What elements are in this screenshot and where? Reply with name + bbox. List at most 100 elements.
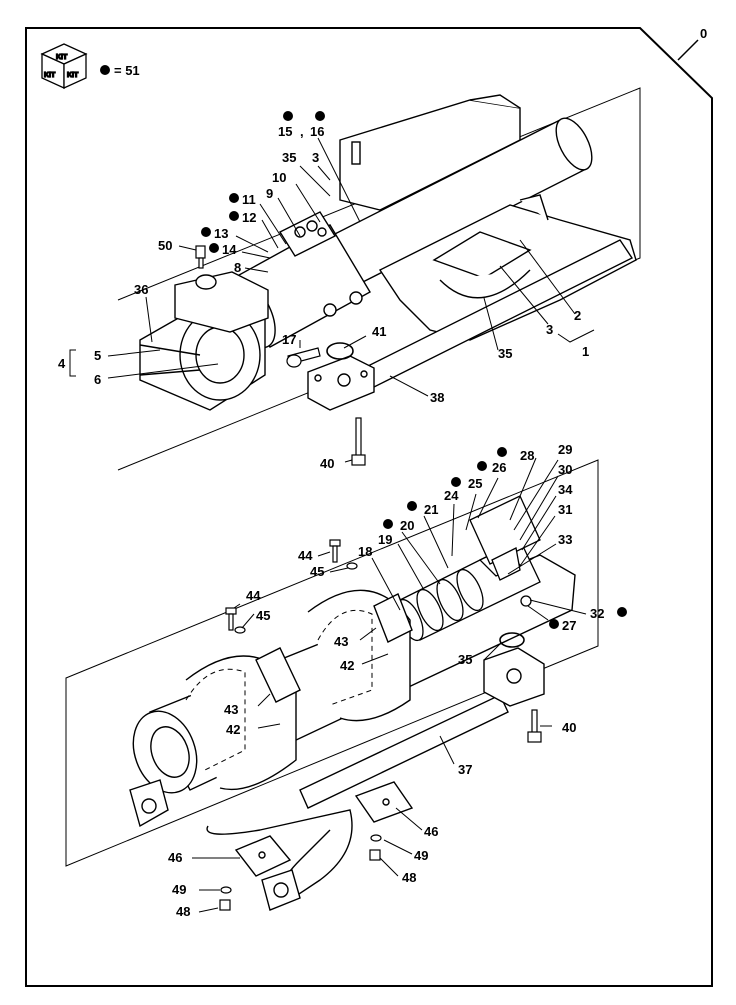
washer-45-left <box>234 626 246 634</box>
callout-28: 28 <box>520 448 534 463</box>
callout-2: 2 <box>574 308 581 323</box>
svg-text:KIT: KIT <box>56 54 68 61</box>
callout-35c: 35 <box>458 652 472 667</box>
callout-43a: 43 <box>334 634 348 649</box>
callout-20: 20 <box>400 518 414 533</box>
hydraulic-pipe-lower <box>206 694 509 901</box>
callout-30: 30 <box>558 462 572 477</box>
hidden-outline-right <box>317 609 373 706</box>
callout-8: 8 <box>234 260 241 275</box>
callout-17: 17 <box>282 332 296 347</box>
callout-21: 21 <box>424 502 438 517</box>
callout-33: 33 <box>558 532 572 547</box>
rod-head <box>339 94 521 211</box>
callout-9: 9 <box>266 186 273 201</box>
kit-bullet-c20 <box>383 519 393 529</box>
callout-50: 50 <box>158 238 172 253</box>
callout-35b: 35 <box>498 346 512 361</box>
clamp-band-left <box>185 647 301 791</box>
kit-bullet-c11 <box>229 193 239 203</box>
lower-boundary-outline <box>65 459 599 867</box>
kit-bullet-icon <box>100 65 110 75</box>
pipe-flange-lower <box>483 647 545 707</box>
callout-6: 6 <box>94 372 101 387</box>
callout-45a: 45 <box>310 564 324 579</box>
callout-43b: 43 <box>224 702 238 717</box>
callout-18: 18 <box>358 544 372 559</box>
callout-48b: 48 <box>402 870 416 885</box>
pipe-end-fitting-left <box>129 779 169 828</box>
washer-45-right <box>346 562 358 570</box>
kit-bullet-c27 <box>549 619 559 629</box>
callout-11: 11 <box>242 192 256 207</box>
callout-31: 31 <box>558 502 572 517</box>
callout-4: 4 <box>58 356 66 371</box>
callout-1: 1 <box>582 344 589 359</box>
kit-bullet-c15 <box>283 111 293 121</box>
kit-bullet-c25 <box>451 477 461 487</box>
kit-bullet-c26 <box>477 461 487 471</box>
callout-34: 34 <box>558 482 573 497</box>
kit-bullet-c14 <box>209 243 219 253</box>
bolt-48-left <box>219 886 232 911</box>
o-ring-lower <box>499 632 525 648</box>
saddle-clamp-left <box>234 835 292 877</box>
pipe-flange-upper <box>307 355 375 411</box>
callout-16: 16 <box>310 124 324 139</box>
callout-27: 27 <box>562 618 576 633</box>
page-label-leader <box>677 39 699 61</box>
callout-49a: 49 <box>172 882 186 897</box>
callout-13: 13 <box>214 226 228 241</box>
callout-26: 26 <box>492 460 506 475</box>
pipe-end-fitting-bottom <box>261 869 301 911</box>
callout-14: 14 <box>222 242 237 257</box>
callout-32: 32 <box>590 606 604 621</box>
callout-41: 41 <box>372 324 386 339</box>
bolt-44-left <box>225 607 237 631</box>
callout-42b: 42 <box>226 722 240 737</box>
callout-25: 25 <box>468 476 482 491</box>
callout-35a: 35 <box>282 150 296 165</box>
kit-cube-icon: KIT KIT KIT <box>40 43 88 90</box>
saddle-clamp-right <box>354 781 414 823</box>
callout-46a: 46 <box>168 850 182 865</box>
callout-12: 12 <box>242 210 256 225</box>
callout-49b: 49 <box>414 848 428 863</box>
kit-legend: = 51 <box>114 63 140 78</box>
callout-15: 15 <box>278 124 292 139</box>
grease-fitting <box>195 245 206 269</box>
kit-bullet-c32 <box>617 607 627 617</box>
pin-bracket <box>174 271 269 333</box>
bolt-48-right <box>369 834 382 861</box>
svg-text:KIT: KIT <box>67 72 79 79</box>
o-ring-upper <box>326 342 354 360</box>
callout-5: 5 <box>94 348 101 363</box>
kit-bullet-c28 <box>497 447 507 457</box>
kit-bullet-c12 <box>229 211 239 221</box>
clamp-band-right <box>307 589 413 722</box>
callout-10: 10 <box>272 170 286 185</box>
bolt-44-right <box>329 539 341 563</box>
bolt-40-upper <box>351 417 366 466</box>
callout-40a: 40 <box>320 456 334 471</box>
leader-lines <box>69 137 595 913</box>
callout-46b: 46 <box>424 824 438 839</box>
page-label: 0 <box>700 26 707 41</box>
callout-3b: 3 <box>546 322 553 337</box>
callout-45b: 45 <box>256 608 270 623</box>
callout-36: 36 <box>134 282 148 297</box>
callout-labels: 15 , 16 35 3 10 9 11 12 13 14 50 8 36 4 … <box>58 124 604 919</box>
callout-29: 29 <box>558 442 572 457</box>
hidden-outline-left <box>185 668 246 771</box>
kit-bullet-c16 <box>315 111 325 121</box>
callout-44b: 44 <box>246 588 261 603</box>
bolt-17 <box>286 347 321 368</box>
callout-40b: 40 <box>562 720 576 735</box>
svg-text:KIT: KIT <box>44 72 56 79</box>
cylinder-body-casting <box>378 194 637 341</box>
kit-bullet-c21 <box>407 501 417 511</box>
callout-3a: 3 <box>312 150 319 165</box>
callout-44a: 44 <box>298 548 313 563</box>
